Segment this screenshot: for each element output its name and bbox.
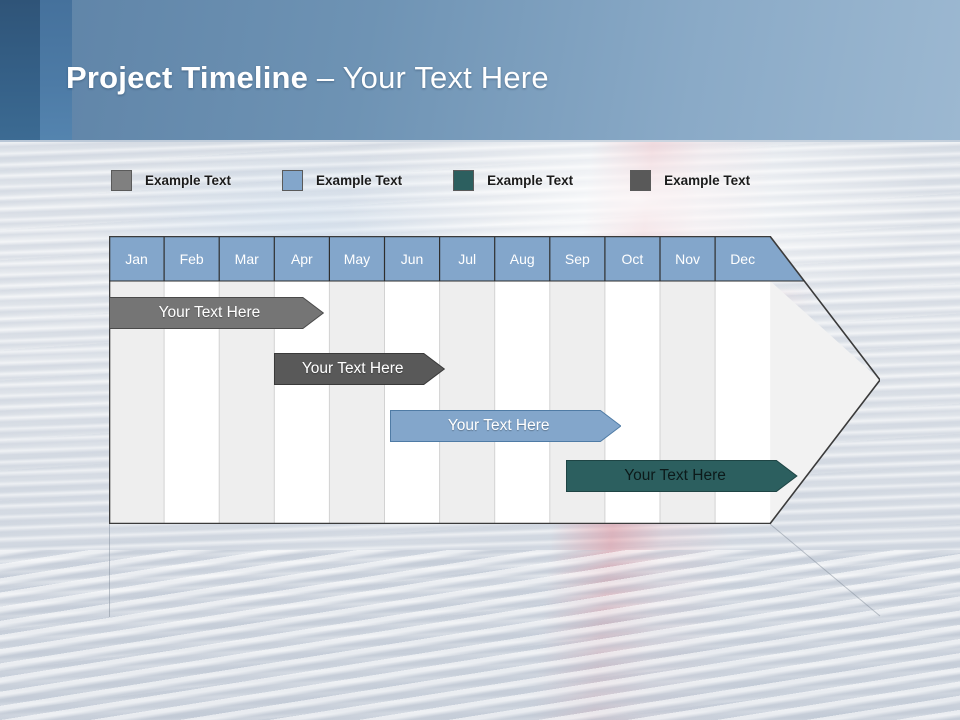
task-bar-label: Your Text Here [624,467,726,484]
page-title-separator: – [308,60,343,95]
task-bar[interactable]: Your Text Here [390,410,622,442]
legend-color-swatch [111,170,132,191]
legend-item: Example Text [282,170,402,191]
task-bar[interactable]: Your Text Here [566,460,798,492]
task-bar-shape [274,353,446,385]
task-bar-shape [390,410,622,442]
gantt-header-strip [109,236,805,281]
task-bar-label: Your Text Here [447,417,550,434]
legend-color-swatch [630,170,652,191]
page-title-strong: Project Timeline [66,60,309,95]
task-bar[interactable]: Your Text Here [109,297,324,329]
task-bar-arrow [390,410,622,442]
header-accent-stripe-dark [0,0,40,140]
gantt-column-jun [384,281,440,524]
task-bar[interactable]: Your Text Here [274,353,446,385]
legend-item: Example Text [111,170,231,191]
gantt-column-jul [439,281,495,524]
task-bar-arrow [109,297,324,329]
page-title-light: Your Text Here [342,60,549,95]
page-title: Project Timeline – Your Text Here [66,60,549,96]
gantt-column-may [329,281,385,524]
legend-item-label: Example Text [487,173,574,188]
background-road [0,550,960,720]
legend: Example Text Example Text Example Text Exam… [111,170,750,191]
gantt-outline [109,236,880,524]
task-bar-label: Your Text Here [301,360,404,377]
task-bar-arrow [274,353,446,385]
timeline-tail-diagonal [770,524,881,617]
legend-item-label: Example Text [316,173,403,188]
title-header-band [0,0,960,140]
legend-item: Example Text [630,170,750,191]
header-divider [0,140,960,142]
task-bar-label: Your Text Here [158,304,261,321]
legend-item: Example Text [453,170,573,191]
gantt-column-aug [494,281,550,524]
timeline-tail-line [109,524,110,617]
legend-item-label: Example Text [664,173,751,188]
task-bar-shape [109,297,324,329]
legend-item-label: Example Text [145,173,232,188]
legend-color-swatch [282,170,304,191]
header-accent-stripe-mid [40,0,72,140]
task-bar-arrow [566,460,798,492]
legend-color-swatch [453,170,475,191]
task-bar-shape [566,460,798,492]
